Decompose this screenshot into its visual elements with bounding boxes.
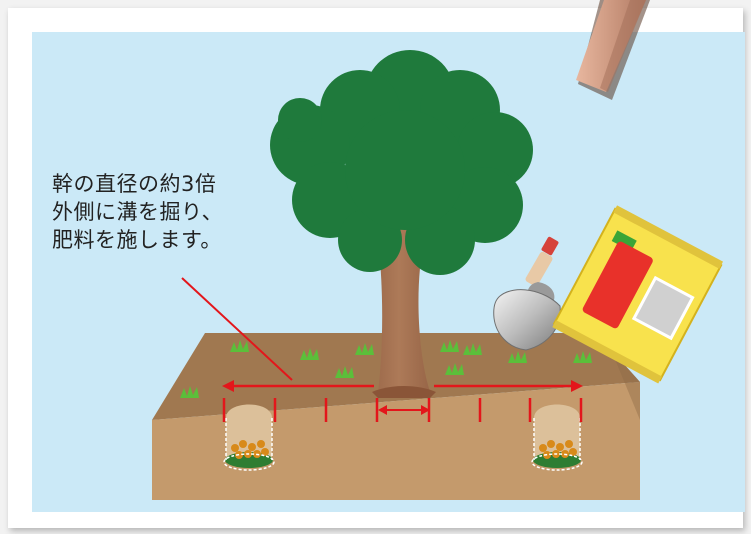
fertilizer-bag-icon xyxy=(552,205,724,384)
tree-foliage xyxy=(270,50,533,275)
caption-line-2: 外側に溝を掘り、 xyxy=(52,200,224,224)
caption-line-1: 幹の直径の約3倍 xyxy=(52,172,217,196)
distance-arrow xyxy=(222,380,583,392)
fertilizer-hole-right xyxy=(531,404,583,471)
caption-line-3: 肥料を施します。 xyxy=(52,228,222,252)
fertilizer-hole-left xyxy=(223,404,275,471)
trunk-diameter-arrow xyxy=(378,405,430,415)
clothespin-icon xyxy=(576,0,650,100)
grass-tufts xyxy=(180,340,592,398)
leader-line xyxy=(181,277,293,381)
instruction-caption: 幹の直径の約3倍 外側に溝を掘り、 肥料を施します。 xyxy=(52,170,223,254)
tick-marks xyxy=(222,398,583,422)
shovel-icon xyxy=(493,236,561,351)
